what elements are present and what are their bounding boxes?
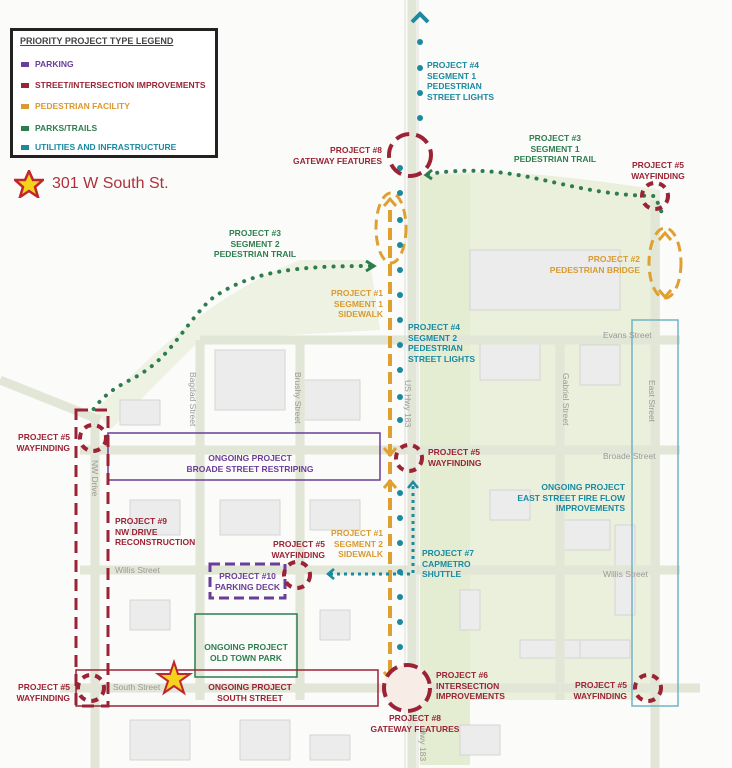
legend-item-parks: PARKS/TRAILS — [21, 123, 97, 133]
label-project-10: PROJECT #10 PARKING DECK — [214, 571, 280, 592]
parking-deck-box — [208, 562, 287, 600]
street-light-dots — [397, 39, 423, 675]
legend-title: PRIORITY PROJECT TYPE LEGEND — [20, 36, 174, 46]
north-arrow-icon — [410, 11, 430, 24]
sidewalk-arrows-icon — [382, 196, 673, 682]
star-icon — [14, 170, 44, 198]
street-willis-west: Willis Street — [115, 565, 160, 575]
street-hwy-183-south: Hwy 183 — [418, 728, 428, 762]
street-willis-east: Willis Street — [603, 569, 648, 579]
address-marker: 301 W South St. — [14, 170, 169, 198]
legend-item-parking: PARKING — [21, 59, 74, 69]
trail-segment-1 — [426, 168, 666, 220]
label-project-7: PROJECT #7 CAPMETRO SHUTTLE — [422, 548, 474, 579]
park-area-west — [95, 260, 380, 430]
east-street-box — [631, 319, 679, 707]
label-project-4-segment-1: PROJECT #4 SEGMENT 1 PEDESTRIAN STREET L… — [427, 60, 495, 102]
street-east: East Street — [647, 380, 657, 423]
shuttle-arrow-icon — [326, 568, 335, 580]
label-project-8-bottom: PROJECT #8 GATEWAY FEATURES — [370, 713, 460, 734]
highway-median — [420, 175, 470, 765]
label-project-5-mid: PROJECT #5 WAYFINDING — [271, 539, 325, 560]
street-nw-drive: NW Drive — [90, 460, 100, 497]
gateway-marker — [382, 663, 432, 713]
gateway-marker — [387, 132, 433, 178]
label-project-3-segment-2: PROJECT #3 SEGMENT 2 PEDESTRIAN TRAIL — [213, 228, 297, 259]
street-bagdad: Bagdad Street — [188, 372, 198, 427]
label-project-2: PROJECT #2 PEDESTRIAN BRIDGE — [549, 254, 640, 275]
shuttle-route — [328, 486, 415, 576]
street-broade: Broade Street — [603, 451, 656, 461]
label-project-5-hwy: PROJECT #5 WAYFINDING — [428, 447, 482, 468]
label-project-8-top: PROJECT #8 GATEWAY FEATURES — [293, 145, 382, 166]
address-text: 301 W South St. — [52, 175, 169, 192]
legend-item-street: STREET/INTERSECTION IMPROVEMENTS — [21, 80, 206, 90]
trail-arrow-icon — [423, 168, 433, 181]
label-project-1-segment-2: PROJECT #1 SEGMENT 2 SIDEWALK — [331, 528, 383, 559]
label-project-1-segment-1: PROJECT #1 SEGMENT 1 SIDEWALK — [331, 288, 383, 319]
label-project-9: PROJECT #9 NW DRIVE RECONSTRUCTION — [115, 516, 196, 547]
street-brushy: Brushy Street — [293, 372, 303, 424]
trail-segment-2 — [91, 264, 372, 412]
label-project-5-top-right: PROJECT #5 WAYFINDING — [631, 160, 685, 181]
street-us-hwy-183: US Hwy 183 — [403, 380, 413, 428]
trail-arrow-icon — [365, 259, 377, 273]
sidewalk-ellipse — [374, 191, 408, 265]
street-gabriel: Gabriel Street — [561, 373, 571, 426]
street-south: South Street — [113, 682, 161, 692]
legend-item-utilities: UTILITIES AND INFRASTRUCTURE — [21, 142, 176, 152]
legend-item-pedestrian: PEDESTRIAN FACILITY — [21, 101, 130, 111]
label-east-street-fire-flow: ONGOING PROJECT EAST STREET FIRE FLOW IM… — [517, 482, 625, 513]
label-old-town-park: ONGOING PROJECT OLD TOWN PARK — [204, 642, 288, 663]
label-project-5-left: PROJECT #5 WAYFINDING — [16, 432, 70, 453]
location-star-icon — [154, 658, 194, 696]
label-broade-restriping: ONGOING PROJECT BROADE STREET RESTRIPING — [186, 453, 314, 474]
label-project-5-bottom-left: PROJECT #5 WAYFINDING — [16, 682, 70, 703]
label-project-5-bottom-right: PROJECT #5 WAYFINDING — [573, 680, 627, 701]
label-project-3-segment-1: PROJECT #3 SEGMENT 1 PEDESTRIAN TRAIL — [513, 133, 597, 164]
shuttle-arrow-icon — [407, 480, 419, 489]
label-south-street: ONGOING PROJECT SOUTH STREET — [208, 682, 292, 703]
old-town-park-box — [194, 613, 298, 678]
legend: PRIORITY PROJECT TYPE LEGEND PARKING STR… — [10, 28, 218, 158]
label-project-4-segment-2: PROJECT #4 SEGMENT 2 PEDESTRIAN STREET L… — [408, 322, 476, 364]
street-evans: Evans Street — [603, 330, 652, 340]
label-project-6: PROJECT #6 INTERSECTION IMPROVEMENTS — [436, 670, 505, 701]
